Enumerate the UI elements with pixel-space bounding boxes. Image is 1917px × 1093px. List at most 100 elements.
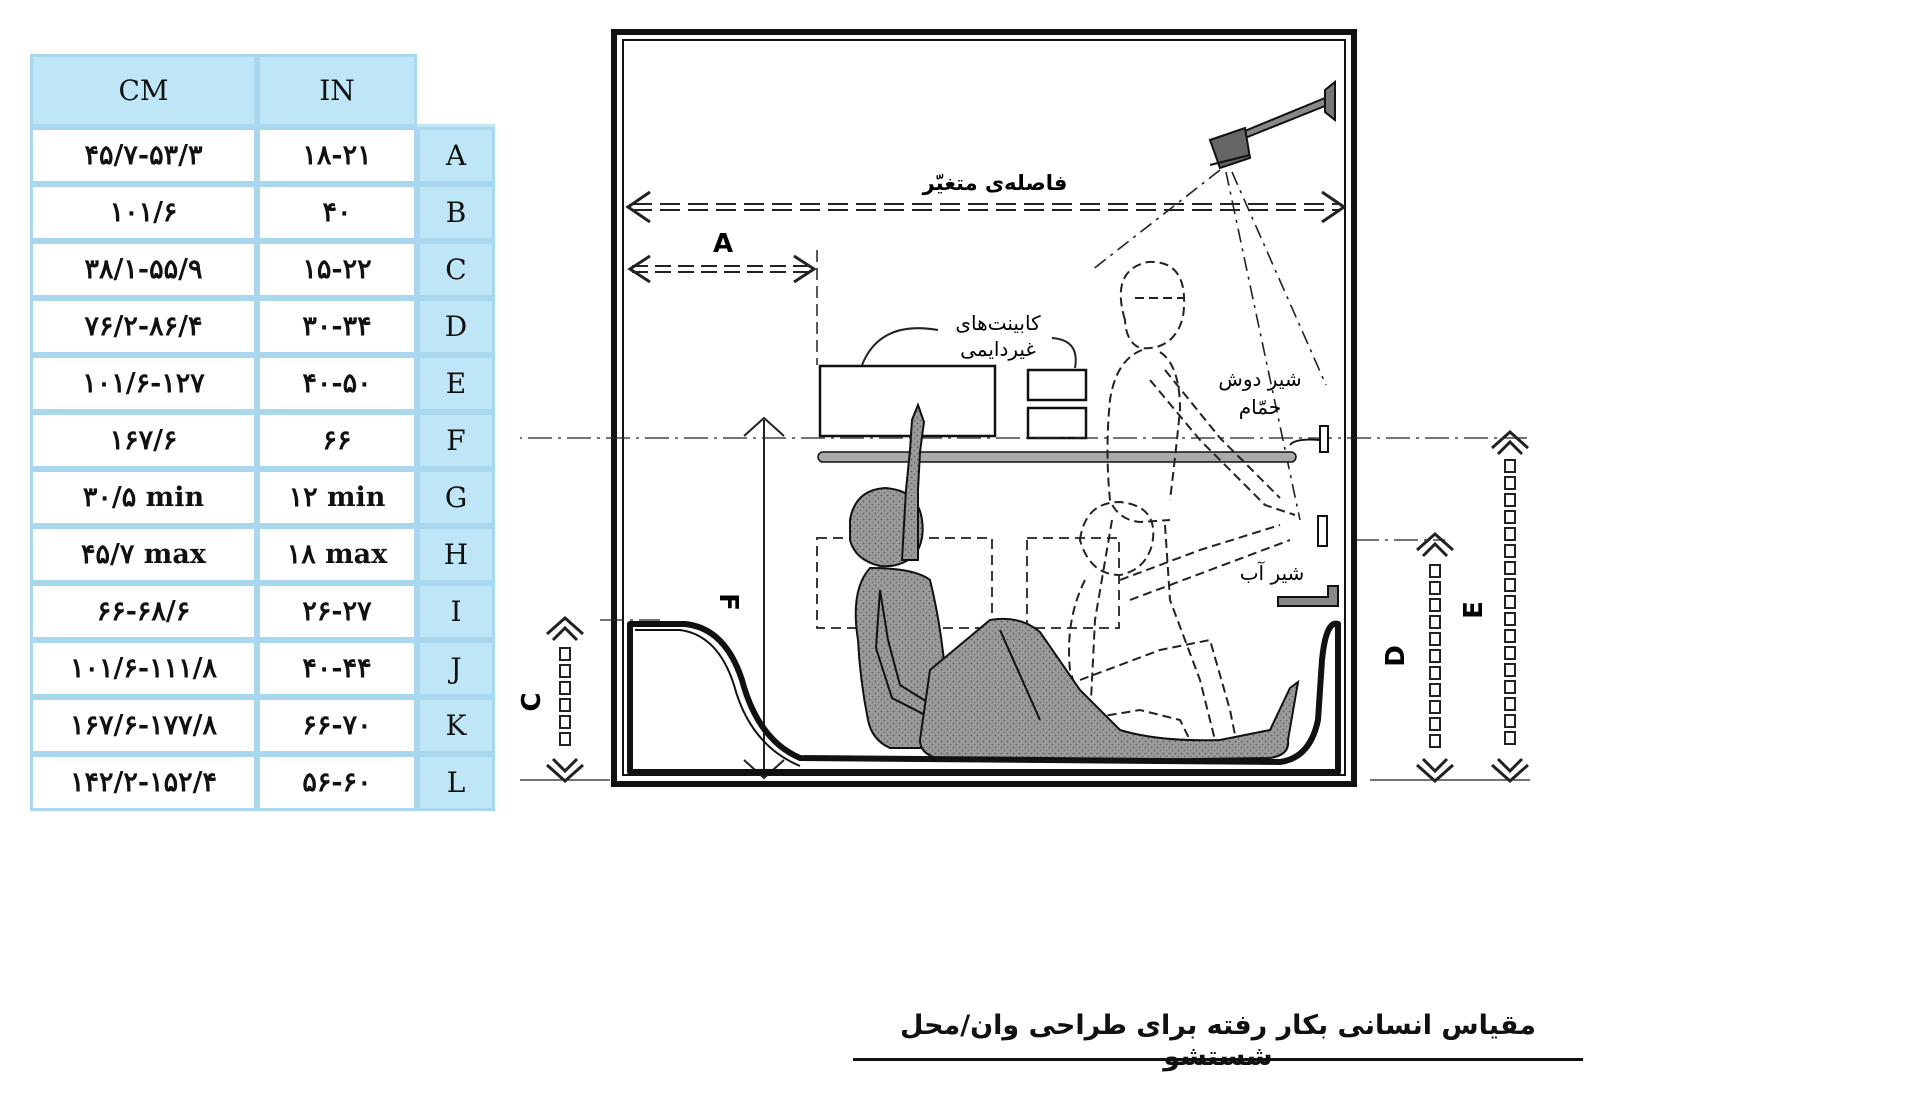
dimension-dash	[1429, 700, 1441, 714]
dimension-dash	[1504, 476, 1516, 490]
dimension-dash	[1504, 493, 1516, 507]
water-faucet-spout-icon	[1277, 585, 1339, 607]
cabinets-label-line1: کابینت‌های	[955, 311, 1041, 335]
variable-distance-label: فاصله‌ی متغیّر	[922, 171, 1068, 195]
table-cell-letter: H	[417, 526, 495, 583]
dimension-dash	[559, 664, 571, 678]
cabinet-small-bottom	[1026, 406, 1088, 440]
table-cell-letter: J	[417, 640, 495, 697]
dimension-a-label: A	[713, 229, 733, 259]
table-cell-letter: F	[417, 412, 495, 469]
table-cell-letter: B	[417, 184, 495, 241]
seated-figure	[849, 402, 1300, 761]
dimension-dash	[1504, 612, 1516, 626]
table-cell-in: ۱۵-۲۲	[257, 241, 417, 298]
table-cell-in: ۴۰-۴۴	[257, 640, 417, 697]
dimension-dash	[1429, 649, 1441, 663]
table-cell-letter: A	[417, 127, 495, 184]
cabinet-large	[818, 364, 997, 438]
dimension-dash	[1504, 527, 1516, 541]
bathtub-outline	[627, 620, 1341, 775]
table-cell-cm: ۱۰۱/۶-۱۲۷	[30, 355, 257, 412]
standing-figure-outline	[1088, 260, 1296, 761]
dimension-dash	[1504, 544, 1516, 558]
dimension-dash	[1504, 629, 1516, 643]
table-cell-in: ۲۶-۲۷	[257, 583, 417, 640]
table-cell-in: ۶۶-۷۰	[257, 697, 417, 754]
dimension-f-label: F	[713, 593, 743, 611]
table-cell-cm: ۷۶/۲-۸۶/۴	[30, 298, 257, 355]
dimension-c-arrow	[545, 616, 585, 783]
dimension-dash	[1504, 731, 1516, 745]
table-cell-cm: ۴۵/۷-۵۳/۳	[30, 127, 257, 184]
table-cell-letter: G	[417, 469, 495, 526]
counter-shelf	[817, 451, 1297, 463]
dimension-d-arrow	[1415, 532, 1455, 783]
dimension-dash	[1504, 578, 1516, 592]
dimension-dash	[1429, 683, 1441, 697]
table-cell-letter: C	[417, 241, 495, 298]
shower-spray-lines	[1091, 169, 1327, 521]
header-cm: CM	[30, 54, 257, 127]
table-cell-in: ۴۰	[257, 184, 417, 241]
caption-underline	[853, 1058, 1583, 1061]
dimension-c-label: C	[520, 692, 547, 711]
table-cell-in: ۳۰-۳۴	[257, 298, 417, 355]
dimension-dash	[1504, 459, 1516, 473]
dimension-d-label: D	[1381, 645, 1411, 667]
dimension-dash	[1429, 734, 1441, 748]
dimension-dash	[559, 681, 571, 695]
dimension-a-arrow	[627, 250, 818, 365]
dimension-dash	[1504, 680, 1516, 694]
dimension-dash	[1504, 646, 1516, 660]
table-cell-in: ۱۸-۲۱	[257, 127, 417, 184]
dimension-dash	[1429, 615, 1441, 629]
dimension-dash	[559, 715, 571, 729]
table-cell-in: ۱۲ min	[257, 469, 417, 526]
seated-child-outline	[1068, 500, 1291, 761]
table-cell-in: ۴۰-۵۰	[257, 355, 417, 412]
header-in: IN	[257, 54, 417, 127]
dimension-dash	[1504, 697, 1516, 711]
water-faucet-upper-icon	[1317, 515, 1328, 547]
table-cell-cm: ۴۵/۷ max	[30, 526, 257, 583]
cabinets-label-line2: غیردایمی	[960, 337, 1036, 361]
cabinet-callout-right	[1051, 337, 1077, 369]
table-cell-letter: L	[417, 754, 495, 811]
variable-distance-arrow	[625, 190, 1347, 224]
dimension-dash	[1504, 510, 1516, 524]
dimension-dash	[1429, 598, 1441, 612]
dimension-dash	[1429, 632, 1441, 646]
room-outer-frame	[611, 29, 1357, 787]
table-cell-cm: ۱۶۷/۶	[30, 412, 257, 469]
dimension-f-line	[743, 416, 785, 780]
cabinet-callout-left	[861, 327, 939, 366]
table-cell-cm: ۳۸/۱-۵۵/۹	[30, 241, 257, 298]
table-cell-letter: D	[417, 298, 495, 355]
shower-faucet-icon	[1319, 425, 1329, 453]
table-cell-cm: ۶۶-۶۸/۶	[30, 583, 257, 640]
table-cell-cm: ۱۰۱/۶-۱۱۱/۸	[30, 640, 257, 697]
dimension-dash	[559, 698, 571, 712]
dimension-dash	[559, 732, 571, 746]
table-cell-letter: E	[417, 355, 495, 412]
table-cell-letter: I	[417, 583, 495, 640]
table-cell-in: ۶۶	[257, 412, 417, 469]
dimension-e-arrow	[1490, 430, 1530, 783]
dimension-dash	[1429, 717, 1441, 731]
shower-head-icon	[1208, 79, 1336, 170]
shower-faucet-label-line1: شیر دوش	[1218, 367, 1301, 391]
table-cell-cm: ۱۰۱/۶	[30, 184, 257, 241]
dimension-dash	[559, 647, 571, 661]
dimension-e-label: E	[1459, 601, 1489, 619]
dimension-dash	[1504, 714, 1516, 728]
dimension-dash	[1429, 564, 1441, 578]
table-cell-in: ۱۸ max	[257, 526, 417, 583]
cabinet-small-top	[1026, 368, 1088, 402]
dimension-dash	[1504, 595, 1516, 609]
table-cell-cm: ۱۴۲/۲-۱۵۲/۴	[30, 754, 257, 811]
dimension-dash	[1504, 663, 1516, 677]
table-cell-cm: ۱۶۷/۶-۱۷۷/۸	[30, 697, 257, 754]
dimension-dash	[1429, 666, 1441, 680]
dimension-dash	[1504, 561, 1516, 575]
